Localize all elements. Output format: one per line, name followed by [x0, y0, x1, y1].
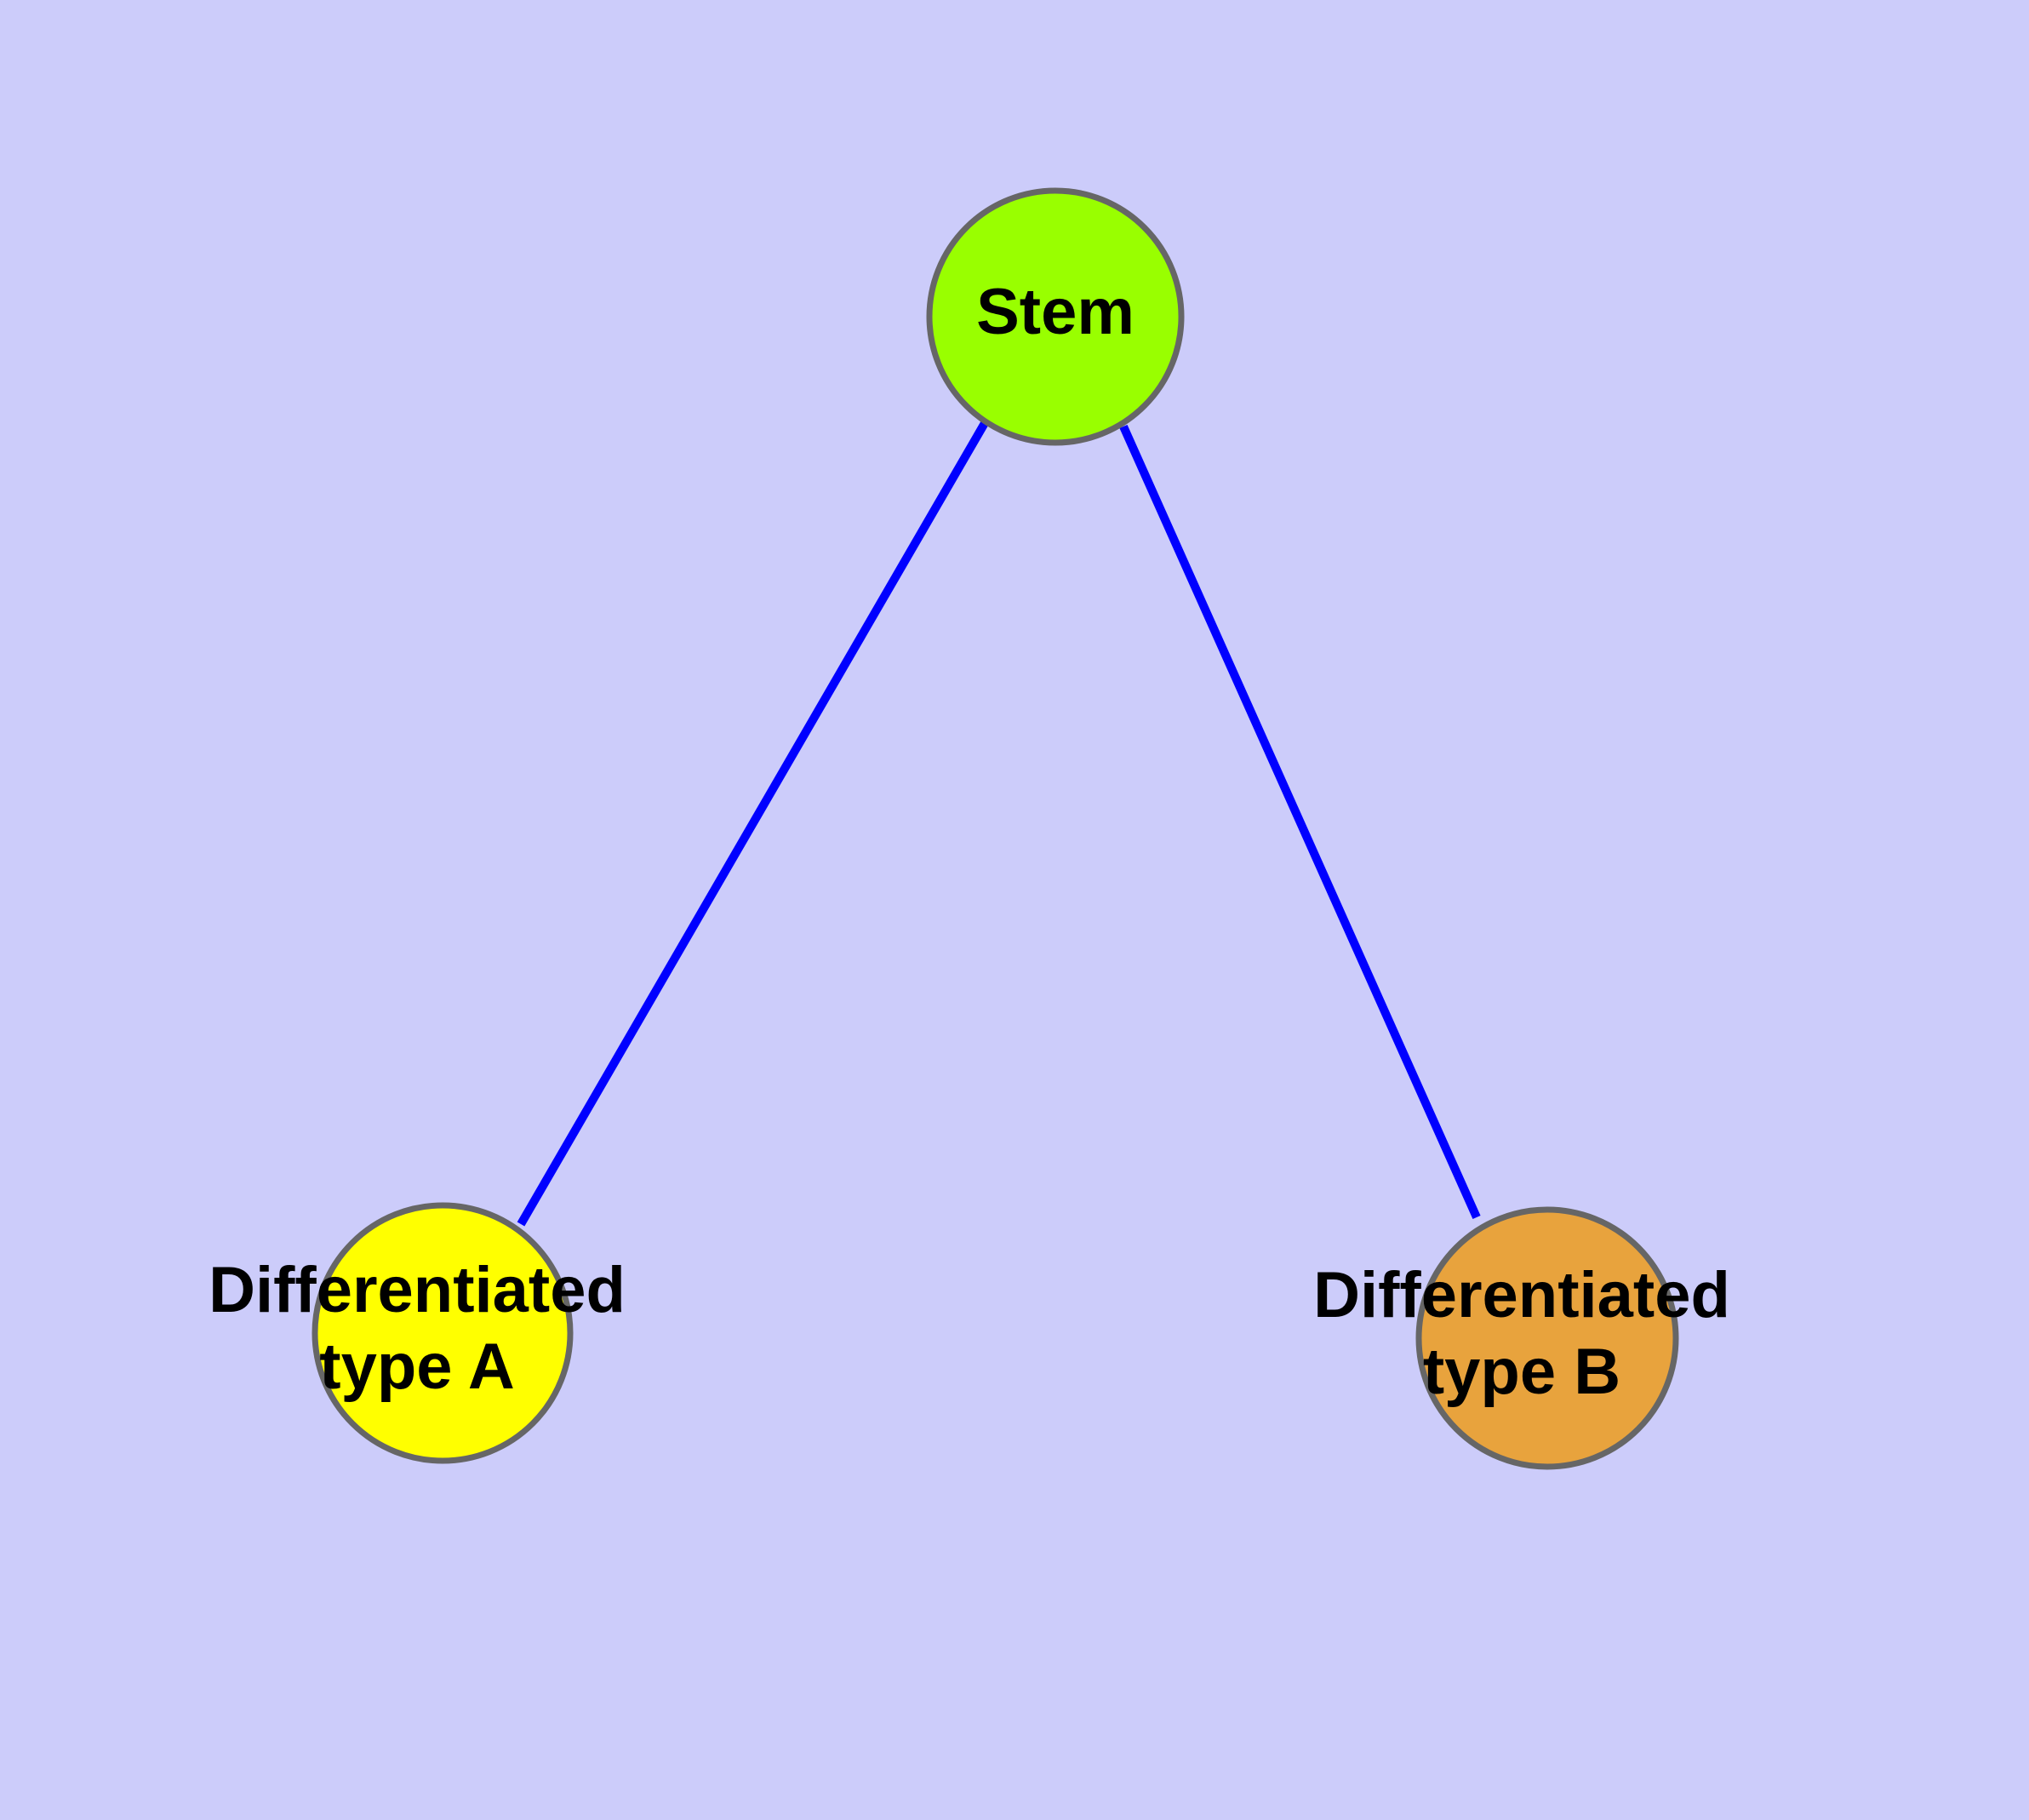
- node-stem[interactable]: [926, 187, 1185, 446]
- node-diff-b-circle[interactable]: [1415, 1206, 1679, 1470]
- node-stem-circle[interactable]: [926, 187, 1185, 446]
- node-diff-b[interactable]: [1415, 1206, 1679, 1470]
- edge-layer: [517, 421, 1481, 1227]
- edge-stem-to-diff-b[interactable]: [1119, 424, 1481, 1220]
- node-diff-a-circle[interactable]: [311, 1202, 574, 1464]
- node-diff-a[interactable]: [311, 1202, 574, 1464]
- node-layer: [311, 187, 1679, 1470]
- node-stem-label: Stem: [976, 276, 1135, 348]
- edge-stem-to-diff-a[interactable]: [517, 421, 989, 1227]
